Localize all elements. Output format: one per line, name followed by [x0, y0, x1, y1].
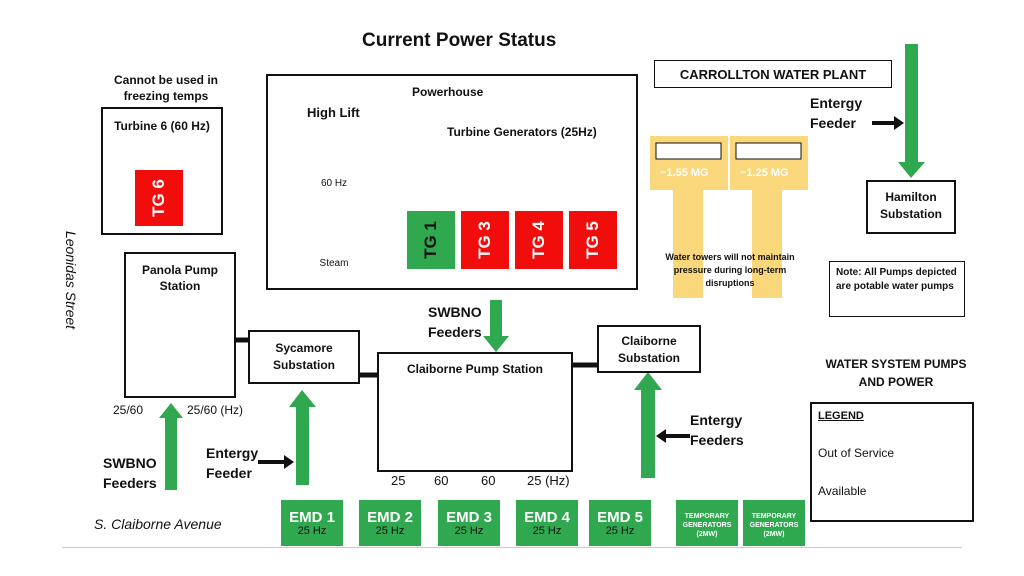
bottom-rule [62, 547, 962, 548]
emd-4-hz: 25 Hz [532, 525, 562, 537]
panola-station-box [124, 252, 236, 398]
water-tower-note: Water towers will not maintain pressure … [665, 252, 795, 288]
swbno-feeders-left: SWBNO Feeders [103, 455, 157, 491]
emd-4: EMD 4 25 Hz [516, 500, 578, 546]
emd-2-label: EMD 2 [367, 509, 413, 526]
powerhouse-title: Powerhouse [412, 85, 484, 99]
tg4-label: TG 4 [528, 221, 548, 259]
emd-5-label: EMD 5 [597, 509, 643, 526]
claiborne-substation-box: Claiborne Substation [597, 325, 701, 373]
hamilton-feed-arrow [898, 44, 925, 178]
tg6-label: TG 6 [148, 179, 168, 217]
emd-3-hz: 25 Hz [454, 525, 484, 537]
emd-3-label: EMD 3 [446, 509, 492, 526]
temporary-generator-2-label: TEMPORARY GENERATORS (2MW) [749, 513, 799, 538]
panola-hz-2: 25/60 (Hz) [187, 403, 244, 417]
pump-b-sublabel: Steam [319, 258, 349, 269]
swbno-feeders-top: SWBNO Feeders [428, 304, 482, 340]
claiborne-hz-3: 60 [481, 473, 496, 488]
tg1-label: TG 1 [420, 221, 440, 259]
claiborne-substation-label: Claiborne Substation [618, 334, 680, 365]
panola-pump1-label: Pump 1 [148, 319, 164, 367]
high-lift-label: High Lift [307, 105, 360, 120]
tg1-block: TG 1 [407, 211, 455, 269]
emd-2: EMD 2 25 Hz [359, 500, 421, 546]
carrollton-plant-label: CARROLLTON WATER PLANT [679, 67, 867, 82]
temporary-generator-2: TEMPORARY GENERATORS (2MW) [743, 500, 805, 546]
turbine-generators-title: Turbine Generators (25Hz) [447, 125, 597, 139]
sycamore-substation-box: Sycamore Substation [248, 330, 360, 384]
carrollton-plant-box: CARROLLTON WATER PLANT [654, 60, 892, 88]
emd-5: EMD 5 25 Hz [589, 500, 651, 546]
tower1-capacity: ~1.55 MG [660, 167, 709, 179]
pump-b-label: Pump B [309, 231, 359, 247]
hamilton-substation-box: Hamilton Substation [866, 180, 956, 234]
sycamore-feed-arrow [289, 390, 316, 485]
claiborne-pump4-label: Pump 4 [534, 401, 548, 445]
entergy-top-black-arrow [872, 116, 904, 130]
emd-1: EMD 1 25 Hz [281, 500, 343, 546]
legend-box [810, 402, 974, 522]
sycamore-substation-label: Sycamore Substation [273, 341, 335, 372]
temporary-generator-1-label: TEMPORARY GENERATORS (2MW) [682, 513, 732, 538]
claiborne-sub-feed-arrow [634, 372, 662, 478]
claiborne-avenue-label: S. Claiborne Avenue [94, 516, 222, 532]
claiborne-hz-4: 25 (Hz) [527, 473, 570, 488]
emd-2-hz: 25 Hz [375, 525, 405, 537]
temporary-generator-1: TEMPORARY GENERATORS (2MW) [676, 500, 738, 546]
legend-available-label: Available [818, 484, 867, 498]
claiborne-pump2-label: Pump 2 [442, 401, 456, 445]
panola-station-title: Panola Pump Station [141, 263, 218, 293]
pumps-note-box: Note: All Pumps depicted are potable wat… [829, 261, 965, 317]
tg6-block: TG 6 [135, 170, 183, 226]
tower-2-window [735, 142, 802, 160]
diagram-title: Current Power Status [362, 30, 557, 51]
panola-hz-1: 25/60 [113, 403, 144, 417]
emd-1-hz: 25 Hz [297, 525, 327, 537]
pump-a-sublabel: 60 Hz [320, 178, 348, 189]
claiborne-pump3-label: Pump 3 [488, 401, 502, 445]
water-system-title: WATER SYSTEM PUMPS AND POWER [825, 357, 967, 389]
emd-1-label: EMD 1 [289, 509, 335, 526]
tg4-block: TG 4 [515, 211, 563, 269]
hamilton-substation-label: Hamilton Substation [880, 190, 942, 221]
pumps-note-label: Note: All Pumps depicted are potable wat… [836, 267, 957, 292]
leonidas-street-label: Leonidas Street [63, 230, 80, 330]
entergy-feeder-top: Entergy Feeder [810, 95, 863, 131]
legend-title: LEGEND [818, 410, 864, 422]
claiborne-station-title: Claiborne Pump Station [406, 362, 543, 376]
tower-1-window [655, 142, 722, 160]
turbine6-note: Cannot be used in freezing temps [113, 73, 218, 103]
emd-3: EMD 3 25 Hz [438, 500, 500, 546]
claiborne-hz-1: 25 [391, 473, 406, 488]
pump-a-label: Pump A [309, 151, 359, 167]
entergy-feeders-right: Entergy Feeders [690, 412, 744, 448]
claiborne-station-box [377, 352, 573, 472]
tg5-label: TG 5 [582, 221, 602, 259]
emd-4-label: EMD 4 [524, 509, 570, 526]
tg3-label: TG 3 [474, 221, 494, 259]
claiborne-pump1-label: Pump 1 [396, 401, 410, 445]
emd-5-hz: 25 Hz [605, 525, 635, 537]
entergy-right-black-arrow [656, 429, 690, 443]
claiborne-hz-2: 60 [434, 473, 449, 488]
legend-out-label: Out of Service [818, 446, 895, 460]
tg5-block: TG 5 [569, 211, 617, 269]
tg3-block: TG 3 [461, 211, 509, 269]
turbine6-box-title: Turbine 6 (60 Hz) [114, 119, 210, 133]
panola-pump2-label: Pump 2 [196, 319, 212, 367]
entergy-feeder-left: Entergy Feeder [206, 445, 259, 481]
tower2-capacity: ~1.25 MG [740, 167, 789, 179]
